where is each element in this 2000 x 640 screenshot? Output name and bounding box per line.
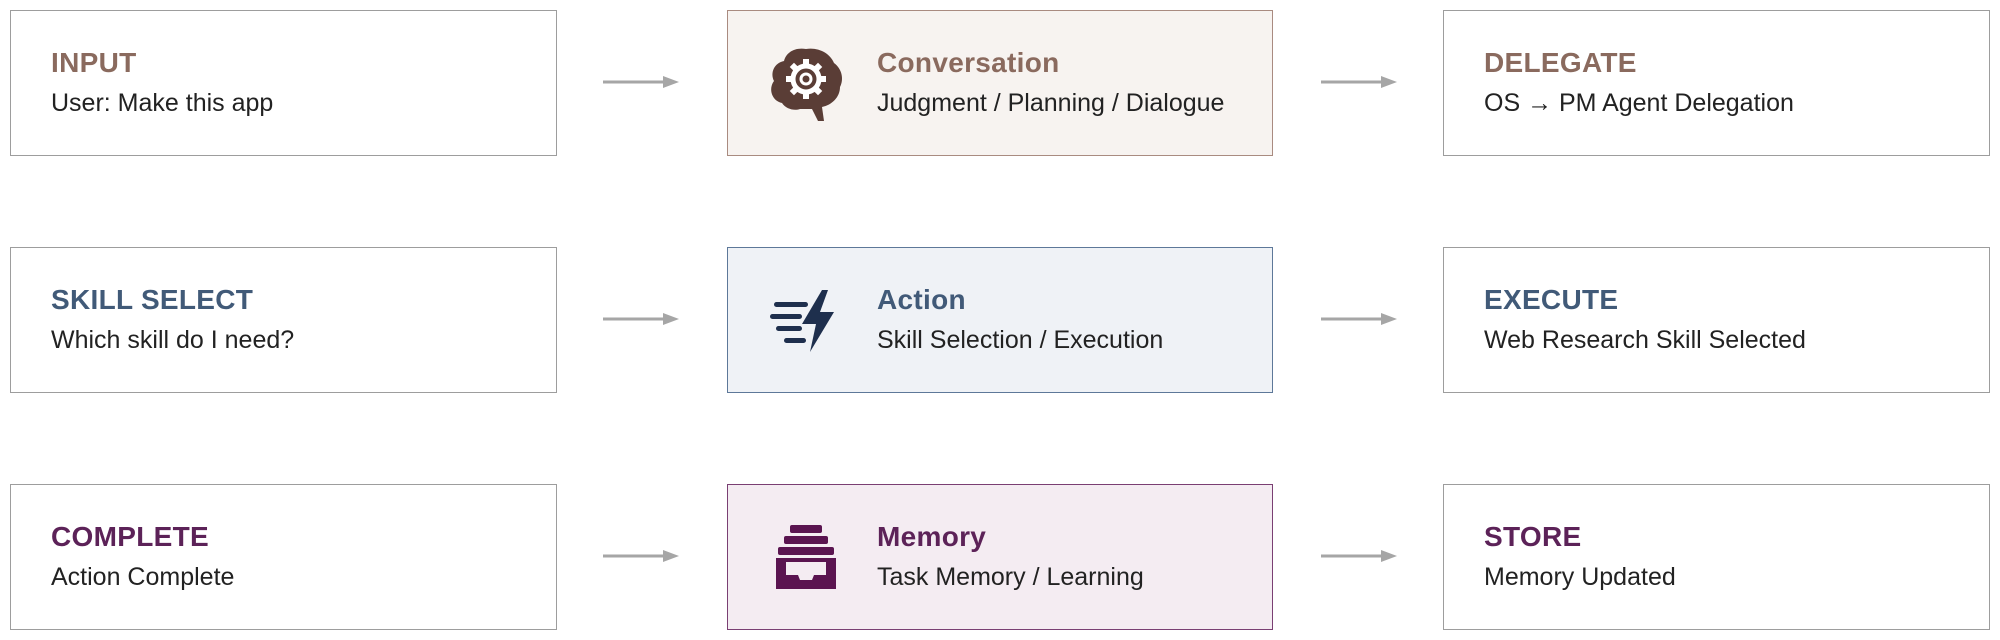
arrow-conversation-to-delegate (1321, 73, 1397, 91)
input-text: INPUT User: Make this app (51, 49, 273, 116)
memory-box: Memory Task Memory / Learning (727, 484, 1273, 630)
arrow-skill-select-to-action (603, 310, 679, 328)
skill-select-title: SKILL SELECT (51, 284, 254, 315)
input-title: INPUT (51, 47, 137, 78)
skill-select-subtitle: Which skill do I need? (51, 326, 295, 354)
memory-title: Memory (877, 521, 987, 552)
row-memory: COMPLETE Action Complete Memory (0, 484, 2000, 632)
row-action: SKILL SELECT Which skill do I need? (0, 247, 2000, 395)
conversation-box: Conversation Judgment / Planning / Dialo… (727, 10, 1273, 156)
row-conversation: INPUT User: Make this app (0, 10, 2000, 158)
delegate-subtitle: OS → PM Agent Delegation (1484, 89, 1794, 117)
arrow-input-to-conversation (603, 73, 679, 91)
skill-select-box: SKILL SELECT Which skill do I need? (10, 247, 557, 393)
conversation-title: Conversation (877, 47, 1060, 78)
delegate-box: DELEGATE OS → PM Agent Delegation (1443, 10, 1990, 156)
store-title: STORE (1484, 521, 1582, 552)
delegate-text: DELEGATE OS → PM Agent Delegation (1484, 49, 1794, 116)
arrow-action-to-execute (1321, 310, 1397, 328)
store-box: STORE Memory Updated (1443, 484, 1990, 630)
conversation-text: Conversation Judgment / Planning / Dialo… (877, 49, 1224, 116)
complete-title: COMPLETE (51, 521, 209, 552)
input-subtitle: User: Make this app (51, 89, 274, 117)
arrow-memory-to-store (1321, 547, 1397, 565)
execute-title: EXECUTE (1484, 284, 1619, 315)
conversation-subtitle: Judgment / Planning / Dialogue (877, 89, 1225, 117)
skill-select-text: SKILL SELECT Which skill do I need? (51, 286, 294, 353)
execute-text: EXECUTE Web Research Skill Selected (1484, 286, 1806, 353)
arrow-complete-to-memory (603, 547, 679, 565)
action-title: Action (877, 284, 966, 315)
complete-box: COMPLETE Action Complete (10, 484, 557, 630)
memory-text: Memory Task Memory / Learning (877, 523, 1144, 590)
archive-drawer-icon (766, 517, 846, 597)
store-subtitle: Memory Updated (1484, 563, 1676, 591)
brain-gear-icon (766, 43, 846, 123)
lightning-speed-icon (766, 280, 846, 360)
store-text: STORE Memory Updated (1484, 523, 1676, 590)
input-box: INPUT User: Make this app (10, 10, 557, 156)
delegate-title: DELEGATE (1484, 47, 1637, 78)
execute-box: EXECUTE Web Research Skill Selected (1443, 247, 1990, 393)
memory-subtitle: Task Memory / Learning (877, 563, 1144, 591)
action-text: Action Skill Selection / Execution (877, 286, 1163, 353)
execute-subtitle: Web Research Skill Selected (1484, 326, 1806, 354)
complete-subtitle: Action Complete (51, 563, 235, 591)
complete-text: COMPLETE Action Complete (51, 523, 234, 590)
action-box: Action Skill Selection / Execution (727, 247, 1273, 393)
action-subtitle: Skill Selection / Execution (877, 326, 1164, 354)
